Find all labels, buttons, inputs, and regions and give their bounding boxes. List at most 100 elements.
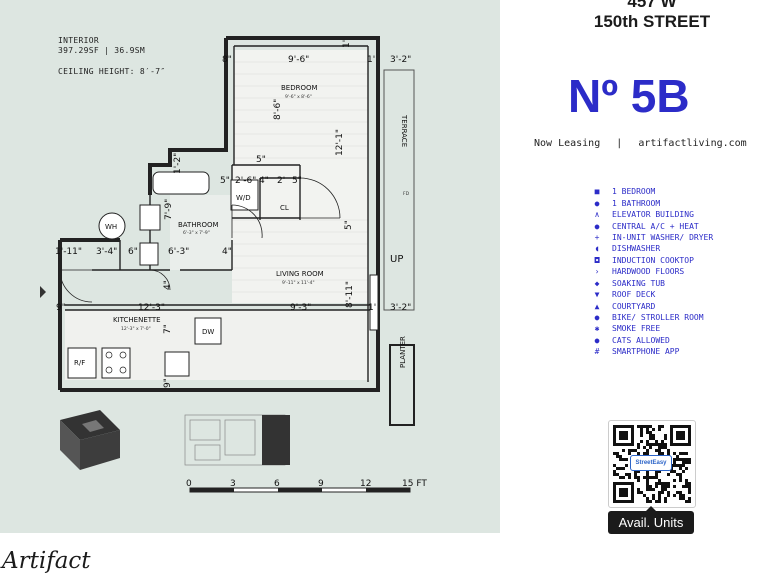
entry-arrow-icon: [40, 286, 46, 298]
water-heater-label: WH: [105, 223, 117, 231]
no-smoke-icon: ✱: [594, 324, 600, 334]
amenity-item: ◖ DISHWASHER: [590, 243, 713, 254]
dim-1-2: 1'-2": [173, 153, 183, 174]
dim-12-3: 12'-3": [138, 303, 165, 313]
amenity-item: +IN-UNIT WASHER/ DRYER: [590, 232, 714, 243]
dim-9-6: 9'-6": [288, 55, 309, 65]
bathroom-floor: [170, 195, 232, 270]
stairs-up-label: UP: [390, 254, 403, 265]
dim-5b: 5": [292, 176, 302, 186]
amenity-label: DISHWASHER: [612, 244, 661, 254]
toilet: [139, 242, 159, 266]
leasing-status: Now Leasing: [534, 138, 601, 149]
courtyard-icon: ▲: [594, 301, 600, 311]
burner: [105, 366, 113, 374]
dim-3-4: 3'-4": [96, 247, 117, 257]
leasing-line: Now Leasing | artifactliving.com: [534, 138, 747, 149]
bedroom-size: 9'-6" x 8'-6": [285, 94, 312, 100]
amenity-label: 1 BEDROOM: [612, 187, 656, 197]
dim-5a: 5": [220, 176, 230, 186]
amenity-label: ROOF DECK: [612, 290, 656, 300]
dim-1-mid: 1': [368, 303, 376, 313]
fridge-label: R/F: [74, 359, 85, 367]
amenity-item: ●CATS ALLOWED: [590, 335, 713, 346]
floor-plan-panel: 8" 9'-6" 1' 3'-2" 1' 8'-6" 12'-1" 1'-2" …: [0, 0, 500, 533]
scale-tick-15: 15 FT: [402, 479, 427, 489]
brand-logo: Artifact: [2, 548, 91, 574]
amenity-label: 1 BATHROOM: [612, 198, 661, 208]
amenity-item: ● 1 BATHROOM: [590, 197, 713, 208]
water-heater: [98, 212, 126, 240]
dim-1-11: 1'-11": [55, 247, 82, 257]
scale-tick-3: 3: [230, 479, 236, 489]
planter-box: [389, 344, 415, 426]
avail-units-button[interactable]: Avail. Units: [608, 506, 694, 534]
website-link[interactable]: artifactliving.com: [638, 138, 747, 149]
amenity-label: ELEVATOR BUILDING: [612, 210, 694, 220]
fridge: [67, 347, 97, 379]
address-line-2: 150th STREET: [593, 12, 711, 31]
dim-6-3: 6'-3": [168, 247, 189, 257]
streeteasy-badge: StreetEasy: [630, 455, 672, 471]
bedroom-floor: [234, 50, 368, 165]
dishwasher: [194, 317, 222, 345]
planter-label: PLANTER: [399, 336, 407, 368]
amenity-item: ✱ SMOKE FREE: [590, 323, 713, 334]
unit-number: Nº 5B: [568, 70, 690, 122]
amenity-item: ▼ROOF DECK: [590, 289, 713, 300]
amenity-item: ▲ COURTYARD: [590, 300, 713, 311]
scale-tick-9: 9: [318, 479, 324, 489]
amenity-label: SMOKE FREE: [612, 324, 661, 334]
burner: [119, 366, 127, 374]
scale-tick-12: 12: [360, 479, 371, 489]
dim-9-3: 9'-3": [290, 303, 311, 313]
dim-1-top: 1': [367, 55, 375, 65]
amenity-label: INDUCTION COOKTOP: [612, 255, 694, 265]
leasing-separator: |: [616, 138, 623, 149]
kitchen-sink: [164, 351, 190, 377]
building-3d-icon: [60, 410, 120, 470]
amenity-label: CENTRAL A/C + HEAT: [612, 221, 699, 231]
amenity-label: COURTYARD: [612, 301, 656, 311]
amenity-label: SMARTPHONE APP: [612, 347, 680, 357]
dim-6: 6": [128, 247, 138, 257]
bedroom-label: BEDROOM: [281, 84, 318, 92]
terrace-outline: [383, 69, 415, 311]
dishwasher-label: DW: [202, 328, 214, 336]
dim-1-vert: 1': [342, 40, 352, 48]
ac-icon: ●: [594, 221, 600, 231]
amenity-item: ›HARDWOOD FLOORS: [590, 266, 713, 277]
bathroom-label: BATHROOM: [178, 221, 219, 229]
interior-area: 397.29SF | 36.9SM: [58, 46, 145, 55]
dim-7: 7": [163, 324, 173, 334]
amenity-item: ◆SOAKING TUB: [590, 278, 713, 289]
kitchen-label: KITCHENETTE: [113, 316, 161, 324]
dim-8: 8": [222, 55, 232, 65]
address-line-1: 457 W: [627, 0, 677, 11]
bike-icon: ●: [594, 313, 600, 323]
interior-label: INTERIOR: [58, 36, 99, 45]
dishwasher-icon: ◖: [594, 244, 600, 254]
drop-icon: ●: [594, 198, 600, 208]
dim-8-6: 8'-6": [273, 99, 283, 120]
door-swings: [59, 177, 341, 303]
sink: [139, 204, 161, 231]
amenity-label: SOAKING TUB: [612, 278, 665, 288]
floor-drain-label: FD: [403, 191, 410, 197]
dim-12-1: 12'-1": [335, 129, 345, 156]
living-size: 9'-11" x 11'-4": [282, 280, 315, 286]
cooktop: [101, 347, 131, 379]
burner: [105, 351, 113, 359]
app-icon: #: [594, 347, 600, 357]
interior-walls: [65, 45, 370, 382]
floor-plan-drawing: 8" 9'-6" 1' 3'-2" 1' 8'-6" 12'-1" 1'-2" …: [40, 36, 427, 493]
amenity-label: BIKE/ STROLLER ROOM: [612, 313, 704, 323]
dim-3-2-top: 3'-2": [390, 55, 411, 65]
amenity-label: HARDWOOD FLOORS: [612, 267, 685, 277]
amenity-item: # SMARTPHONE APP: [590, 346, 713, 357]
ceiling-height: CEILING HEIGHT: 8′-7″: [58, 67, 166, 76]
cat-icon: ●: [594, 335, 600, 345]
washer-icon: +: [594, 232, 600, 242]
amenities-list: ■1 BEDROOM●1 BATHROOM∧ELEVATOR BUILDING●…: [590, 186, 714, 358]
amenity-item: ● BIKE/ STROLLER ROOM: [590, 312, 713, 323]
